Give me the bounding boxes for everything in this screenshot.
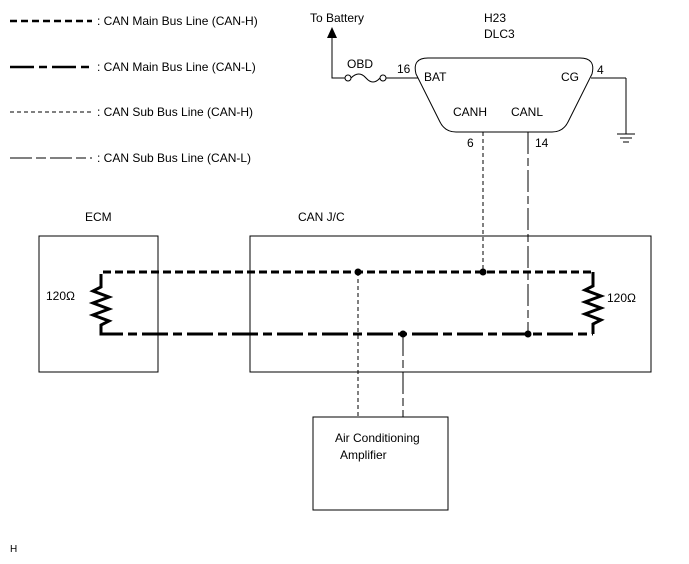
legend-label-can-main-h: : CAN Main Bus Line (CAN-H) <box>97 14 258 28</box>
ecm-title: ECM <box>85 210 112 224</box>
ecm-resistor-icon <box>88 282 114 330</box>
junction-dot-amp-canh <box>354 268 362 276</box>
footer-code: H <box>10 544 17 555</box>
amplifier-label-line1: Air Conditioning <box>335 431 420 445</box>
fuse-label: OBD <box>347 57 373 71</box>
legend-label-can-sub-l: : CAN Sub Bus Line (CAN-L) <box>97 151 251 165</box>
can-main-l-line <box>99 330 593 336</box>
legend: : CAN Main Bus Line (CAN-H) : CAN Main B… <box>10 14 258 165</box>
pin-number-bat: 16 <box>397 62 411 76</box>
sub-bus <box>357 132 529 417</box>
battery-label: To Battery <box>310 11 364 25</box>
pin-label-canl: CANL <box>511 105 543 119</box>
ecm-box <box>38 235 159 373</box>
pin-number-canh: 6 <box>467 136 474 150</box>
ecm-resistor-label: 120Ω <box>46 289 75 303</box>
pin-label-bat: BAT <box>424 70 447 84</box>
legend-label-can-sub-h: : CAN Sub Bus Line (CAN-H) <box>97 105 253 119</box>
can-main-h-line <box>99 270 593 282</box>
junction-dot-amp-canl <box>399 330 407 338</box>
pin-label-canh: CANH <box>453 105 487 119</box>
connector-name: DLC3 <box>484 27 515 41</box>
pin-label-cg: CG <box>561 70 579 84</box>
amplifier-box <box>312 416 449 511</box>
dlc3-connector: H23 DLC3 BAT CG CANH CANL 4 6 14 <box>414 11 635 150</box>
ground-icon <box>617 133 635 143</box>
amplifier-label-line2: Amplifier <box>340 448 387 462</box>
junction-resistor-icon <box>580 272 606 334</box>
junction-dots <box>354 268 532 338</box>
junction-dot-dlc-canl <box>524 330 532 338</box>
main-bus <box>99 270 593 336</box>
legend-label-can-main-l: : CAN Main Bus Line (CAN-L) <box>97 60 256 74</box>
air-conditioning-amplifier: Air Conditioning Amplifier <box>312 416 449 511</box>
battery-wire <box>331 38 346 79</box>
fuse-icon <box>344 73 387 83</box>
junction-title: CAN J/C <box>298 210 345 224</box>
junction-resistor-label: 120Ω <box>607 291 636 305</box>
battery-feed: To Battery OBD 16 <box>310 11 418 83</box>
pin-number-canl: 14 <box>535 136 549 150</box>
can-junction: CAN J/C 120Ω <box>249 210 652 373</box>
junction-dot-dlc-canh <box>479 268 487 276</box>
battery-arrow-icon <box>327 27 337 38</box>
connector-code: H23 <box>484 11 506 25</box>
pin-number-cg: 4 <box>597 63 604 77</box>
dlc3-outline <box>414 57 594 133</box>
junction-box <box>249 235 652 373</box>
ecm: ECM 120Ω <box>38 210 159 373</box>
